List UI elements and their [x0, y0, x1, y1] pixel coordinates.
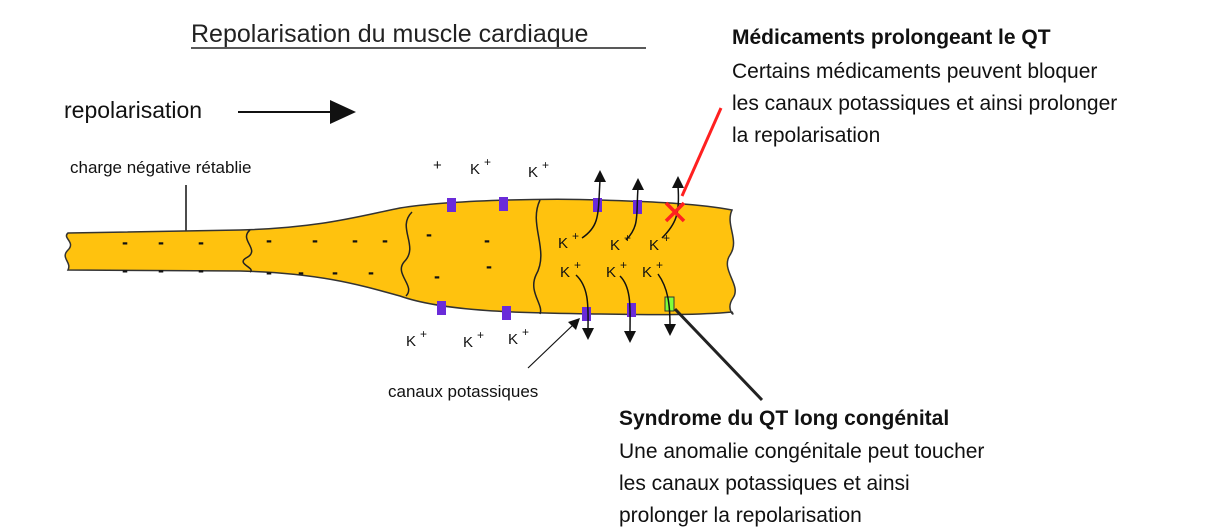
negative-charge-label: charge négative rétablie [70, 158, 251, 177]
potassium-channel [502, 306, 511, 320]
congenital-line: prolonger la repolarisation [619, 504, 862, 527]
charge-minus: - [332, 262, 338, 282]
potassium-ion: K+ [528, 158, 549, 181]
charge-minus: - [158, 260, 164, 280]
svg-text:+: + [420, 327, 427, 341]
svg-text:K: K [463, 334, 473, 351]
cardiac-muscle-cell [65, 199, 735, 314]
charge-minus: - [434, 266, 440, 286]
diagram-title: Repolarisation du muscle cardiaque [191, 20, 588, 48]
potassium-channel [447, 198, 456, 212]
svg-text:K: K [470, 161, 480, 178]
drug-line: Certains médicaments peuvent bloquer [732, 60, 1097, 83]
svg-text:K: K [642, 264, 652, 281]
potassium-ion: K+ [406, 327, 427, 350]
charge-minus: - [122, 260, 128, 280]
svg-text:K: K [558, 235, 568, 252]
svg-text:+: + [624, 231, 631, 245]
congenital-line: Une anomalie congénitale peut toucher [619, 440, 984, 463]
charge-minus: - [198, 232, 204, 252]
svg-text:K: K [610, 237, 620, 254]
charge-minus: - [266, 262, 272, 282]
potassium-ion: K+ [470, 155, 491, 178]
potassium-channel [582, 307, 591, 321]
repolarisation-label: repolarisation [64, 97, 202, 123]
svg-text:+: + [656, 258, 663, 272]
svg-text:+: + [574, 258, 581, 272]
charge-minus: - [484, 230, 490, 250]
svg-text:K: K [508, 331, 518, 348]
charge-minus: - [368, 262, 374, 282]
congenital-line: les canaux potassiques et ainsi [619, 472, 910, 495]
drug-line: les canaux potassiques et ainsi prolonge… [732, 92, 1117, 115]
ion-plus: + [433, 157, 442, 174]
potassium-channel [627, 303, 636, 317]
direction-arrow-icon [238, 100, 356, 124]
svg-text:+: + [542, 158, 549, 172]
channels-pointer-arrow-icon [528, 318, 580, 368]
charge-minus: - [426, 224, 432, 244]
drug-line: la repolarisation [732, 124, 880, 147]
potassium-channel [437, 301, 446, 315]
ions-outside-bottom: K+ K+ K+ [406, 325, 529, 351]
svg-text:K: K [606, 264, 616, 281]
charge-minus: - [198, 260, 204, 280]
potassium-channel [499, 197, 508, 211]
svg-text:K: K [649, 237, 659, 254]
svg-text:+: + [620, 258, 627, 272]
potassium-ion: K+ [508, 325, 529, 348]
svg-text:+: + [484, 155, 491, 169]
svg-text:+: + [522, 325, 529, 339]
svg-text:+: + [477, 328, 484, 342]
congenital-pointer-line [675, 309, 762, 400]
charge-minus: - [122, 232, 128, 252]
drug-pointer-line [682, 108, 721, 196]
congenital-info-box: Syndrome du QT long congénital Une anoma… [619, 407, 984, 527]
charge-minus: - [352, 230, 358, 250]
charge-minus: - [312, 230, 318, 250]
svg-text:K: K [528, 164, 538, 181]
drug-heading: Médicaments prolongeant le QT [732, 26, 1051, 49]
charge-minus: - [266, 230, 272, 250]
svg-text:K: K [406, 333, 416, 350]
svg-text:K: K [560, 264, 570, 281]
ions-outside-top: + K+ K+ [433, 155, 549, 181]
charge-minus: - [298, 262, 304, 282]
charge-minus: - [486, 256, 492, 276]
charge-minus: - [382, 230, 388, 250]
svg-text:+: + [572, 229, 579, 243]
charge-minus: - [158, 232, 164, 252]
svg-text:+: + [663, 231, 670, 245]
channels-label: canaux potassiques [388, 382, 538, 401]
drug-info-box: Médicaments prolongeant le QT Certains m… [732, 26, 1117, 147]
potassium-ion: K+ [463, 328, 484, 351]
congenital-heading: Syndrome du QT long congénital [619, 407, 949, 430]
